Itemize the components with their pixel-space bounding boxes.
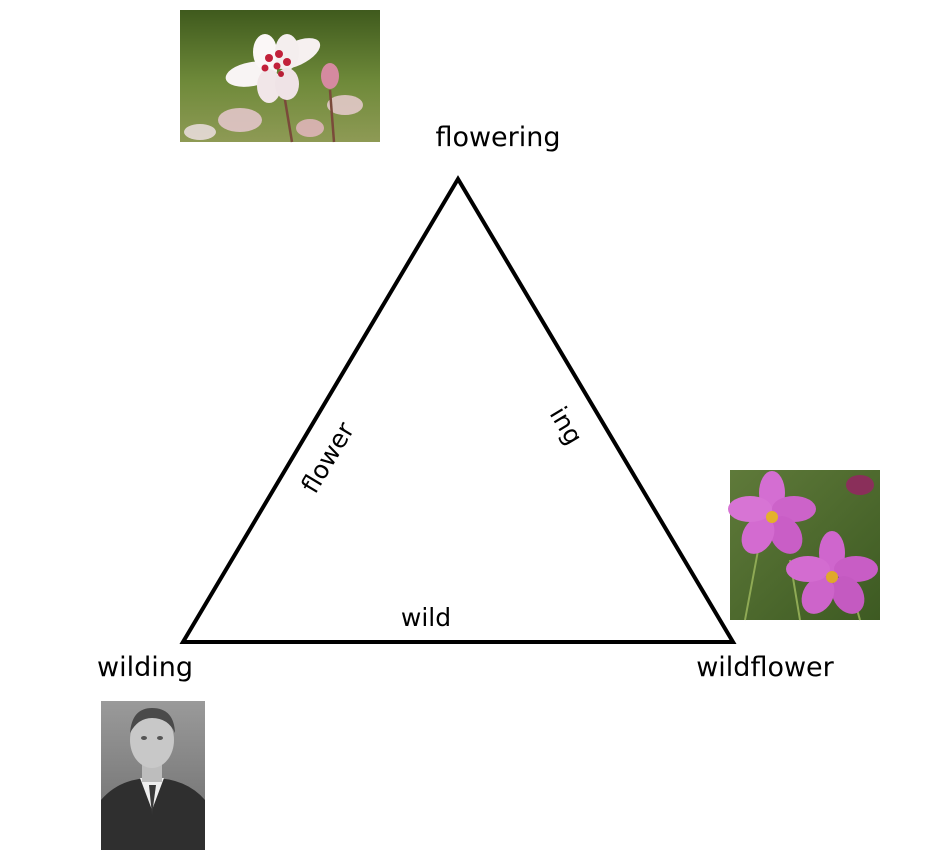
edge-label-left: flower xyxy=(295,416,360,498)
edge-label-bottom: wild xyxy=(401,603,451,632)
pink-cosmos-flowers-photo xyxy=(728,470,880,621)
man-portrait-photo xyxy=(101,701,205,850)
vertex-label-top: flowering xyxy=(435,122,560,153)
vertex-label-bottom-left: wilding xyxy=(97,652,193,683)
triangle xyxy=(179,175,737,644)
white-pink-flower-photo xyxy=(180,10,380,143)
edge-label-right: ing xyxy=(544,402,589,450)
vertex-label-bottom-right: wildflower xyxy=(696,652,834,683)
